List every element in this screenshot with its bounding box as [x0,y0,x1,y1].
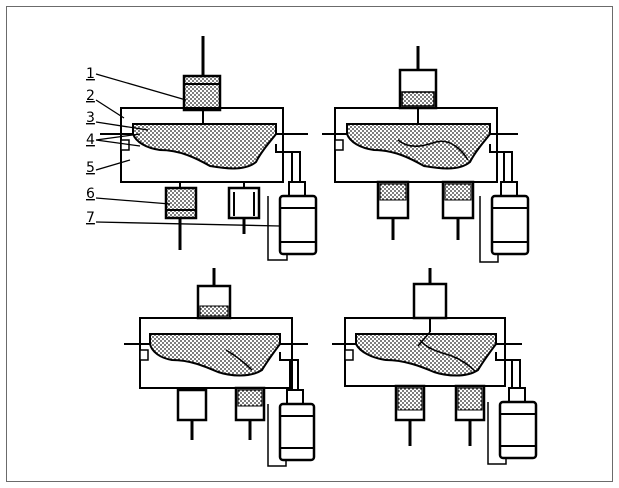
panel-stage-3 [124,268,316,467]
leader-lines [95,73,281,227]
label-1: 1 [86,66,95,82]
panel-stage-1 [100,36,318,261]
label-5: 5 [86,160,95,176]
panel-stage-2 [322,46,530,263]
label-6: 6 [86,186,95,202]
label-7: 7 [86,210,95,226]
panel-stage-4 [332,268,538,465]
label-4: 4 [86,132,95,148]
label-2: 2 [86,88,95,104]
label-3: 3 [86,110,95,126]
